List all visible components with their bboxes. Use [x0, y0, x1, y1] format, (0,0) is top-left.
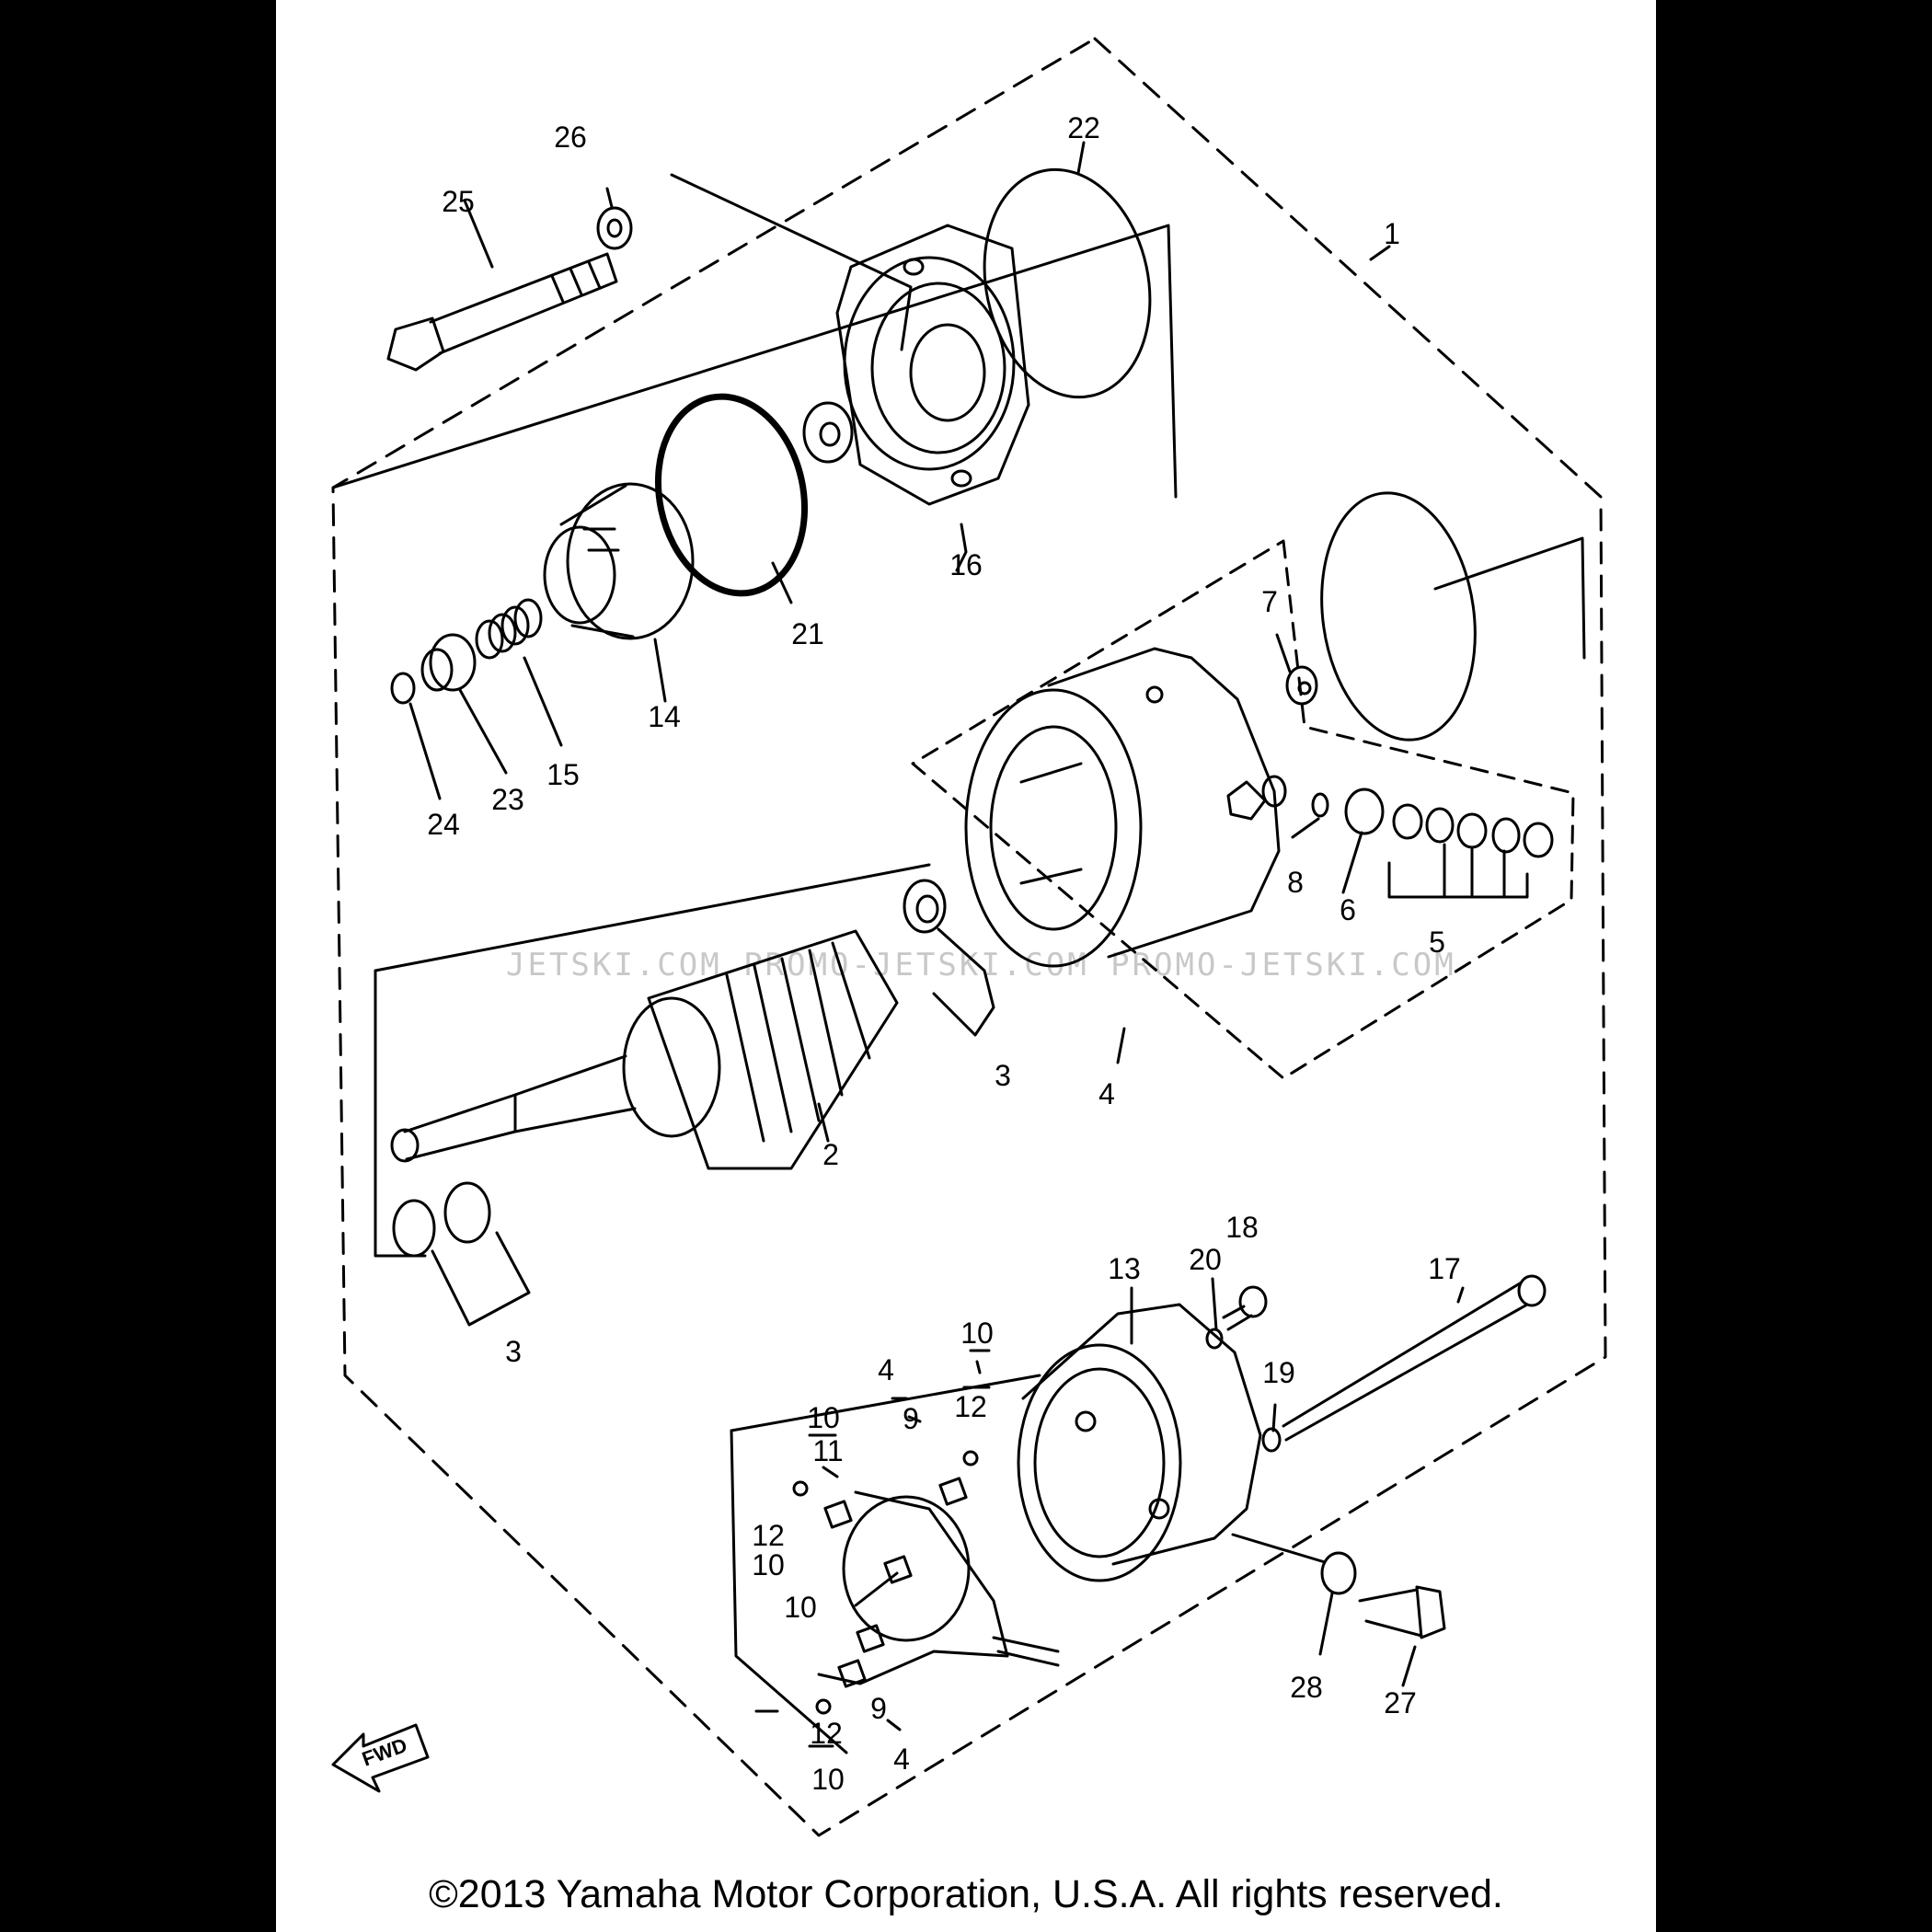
callout-4: 4 [893, 1742, 910, 1776]
nut-6 [1344, 788, 1385, 835]
callout-18: 18 [1225, 1211, 1259, 1244]
callout-22: 22 [1067, 111, 1100, 144]
through-bolt-17 [1282, 1274, 1547, 1442]
fwd-arrow-icon: FWD [331, 1723, 430, 1793]
o-ring-21 [654, 393, 809, 597]
brush-holder [792, 1450, 1060, 1715]
washer-3b [392, 1199, 436, 1258]
bracket-rear-group [730, 1374, 1041, 1432]
callout-23: 23 [491, 783, 524, 816]
callout-25: 25 [442, 185, 475, 218]
yoke-boundary [911, 539, 1575, 1080]
clutch-14 [543, 482, 695, 640]
spring-15 [475, 598, 543, 660]
copyright-notice: ©2013 Yamaha Motor Corporation, U.S.A. A… [429, 1872, 1503, 1916]
bracket-rear-down [730, 1429, 848, 1754]
bracket-armature-top [374, 863, 931, 972]
callout-26: 26 [554, 121, 587, 154]
callout-17: 17 [1428, 1252, 1461, 1285]
callout-6: 6 [1340, 893, 1356, 926]
washer-3a [903, 879, 947, 934]
callout-9: 9 [870, 1692, 887, 1725]
washer-8 [1311, 792, 1329, 818]
callout-12: 12 [752, 1519, 785, 1552]
armature-2 [390, 929, 899, 1170]
o-ring-22 [983, 167, 1152, 399]
oil-seal [802, 401, 854, 464]
washer-19 [1261, 1427, 1282, 1453]
callout-3: 3 [505, 1335, 522, 1368]
callout-19: 19 [1262, 1356, 1295, 1389]
bracket-yoke-oring [1433, 536, 1586, 660]
diagram-sheet [276, 0, 1656, 1932]
callout-12: 12 [954, 1390, 987, 1423]
callout-5: 5 [1429, 926, 1445, 959]
callout-11: 11 [812, 1434, 843, 1467]
callout-3: 3 [995, 1059, 1011, 1092]
washer-28 [1320, 1551, 1357, 1595]
bolt-27 [1358, 1585, 1446, 1639]
callout-7: 7 [1261, 585, 1278, 618]
washer-3c [443, 1181, 491, 1244]
callout-9: 9 [903, 1402, 919, 1435]
grommet-7 [1285, 665, 1318, 706]
callout-8: 8 [1287, 866, 1304, 899]
bracket-front-cover [670, 173, 913, 351]
bracket-armature-group [374, 969, 427, 1258]
washer-set-5 [1387, 803, 1554, 899]
callout-1: 1 [1384, 217, 1400, 250]
callout-15: 15 [546, 758, 580, 791]
bracket-front-group [331, 224, 1178, 499]
washer-26 [596, 206, 633, 250]
collar-23 [429, 633, 477, 692]
terminal-bolt [1261, 775, 1287, 808]
callout-10: 10 [784, 1591, 817, 1624]
callout-10: 10 [811, 1763, 845, 1796]
callout-20: 20 [1189, 1243, 1222, 1276]
callout-21: 21 [791, 617, 824, 650]
callout-12: 12 [810, 1717, 843, 1750]
callout-4: 4 [1098, 1077, 1115, 1110]
callout-16: 16 [949, 548, 983, 581]
callout-10: 10 [752, 1548, 785, 1581]
screw-18 [1238, 1285, 1268, 1318]
callout-4: 4 [878, 1353, 894, 1386]
callout-10: 10 [960, 1317, 994, 1350]
callout-2: 2 [822, 1138, 839, 1171]
callout-10: 10 [807, 1401, 840, 1434]
watermark-text: JETSKI.COM PROMO-JETSKI.COM PROMO-JETSKI… [506, 947, 1456, 983]
callout-13: 13 [1108, 1252, 1141, 1285]
rear-cover-13 [1017, 1303, 1262, 1582]
yoke-4 [964, 647, 1281, 968]
front-cover-16 [835, 224, 1030, 506]
long-bolt-25 [386, 252, 618, 372]
o-ring-yoke [1320, 491, 1477, 742]
callout-14: 14 [648, 700, 681, 733]
callout-24: 24 [427, 808, 460, 841]
callout-28: 28 [1290, 1671, 1323, 1704]
clip-24 [390, 672, 416, 705]
callout-27: 27 [1384, 1686, 1417, 1719]
o-ring-20 [1205, 1328, 1224, 1350]
